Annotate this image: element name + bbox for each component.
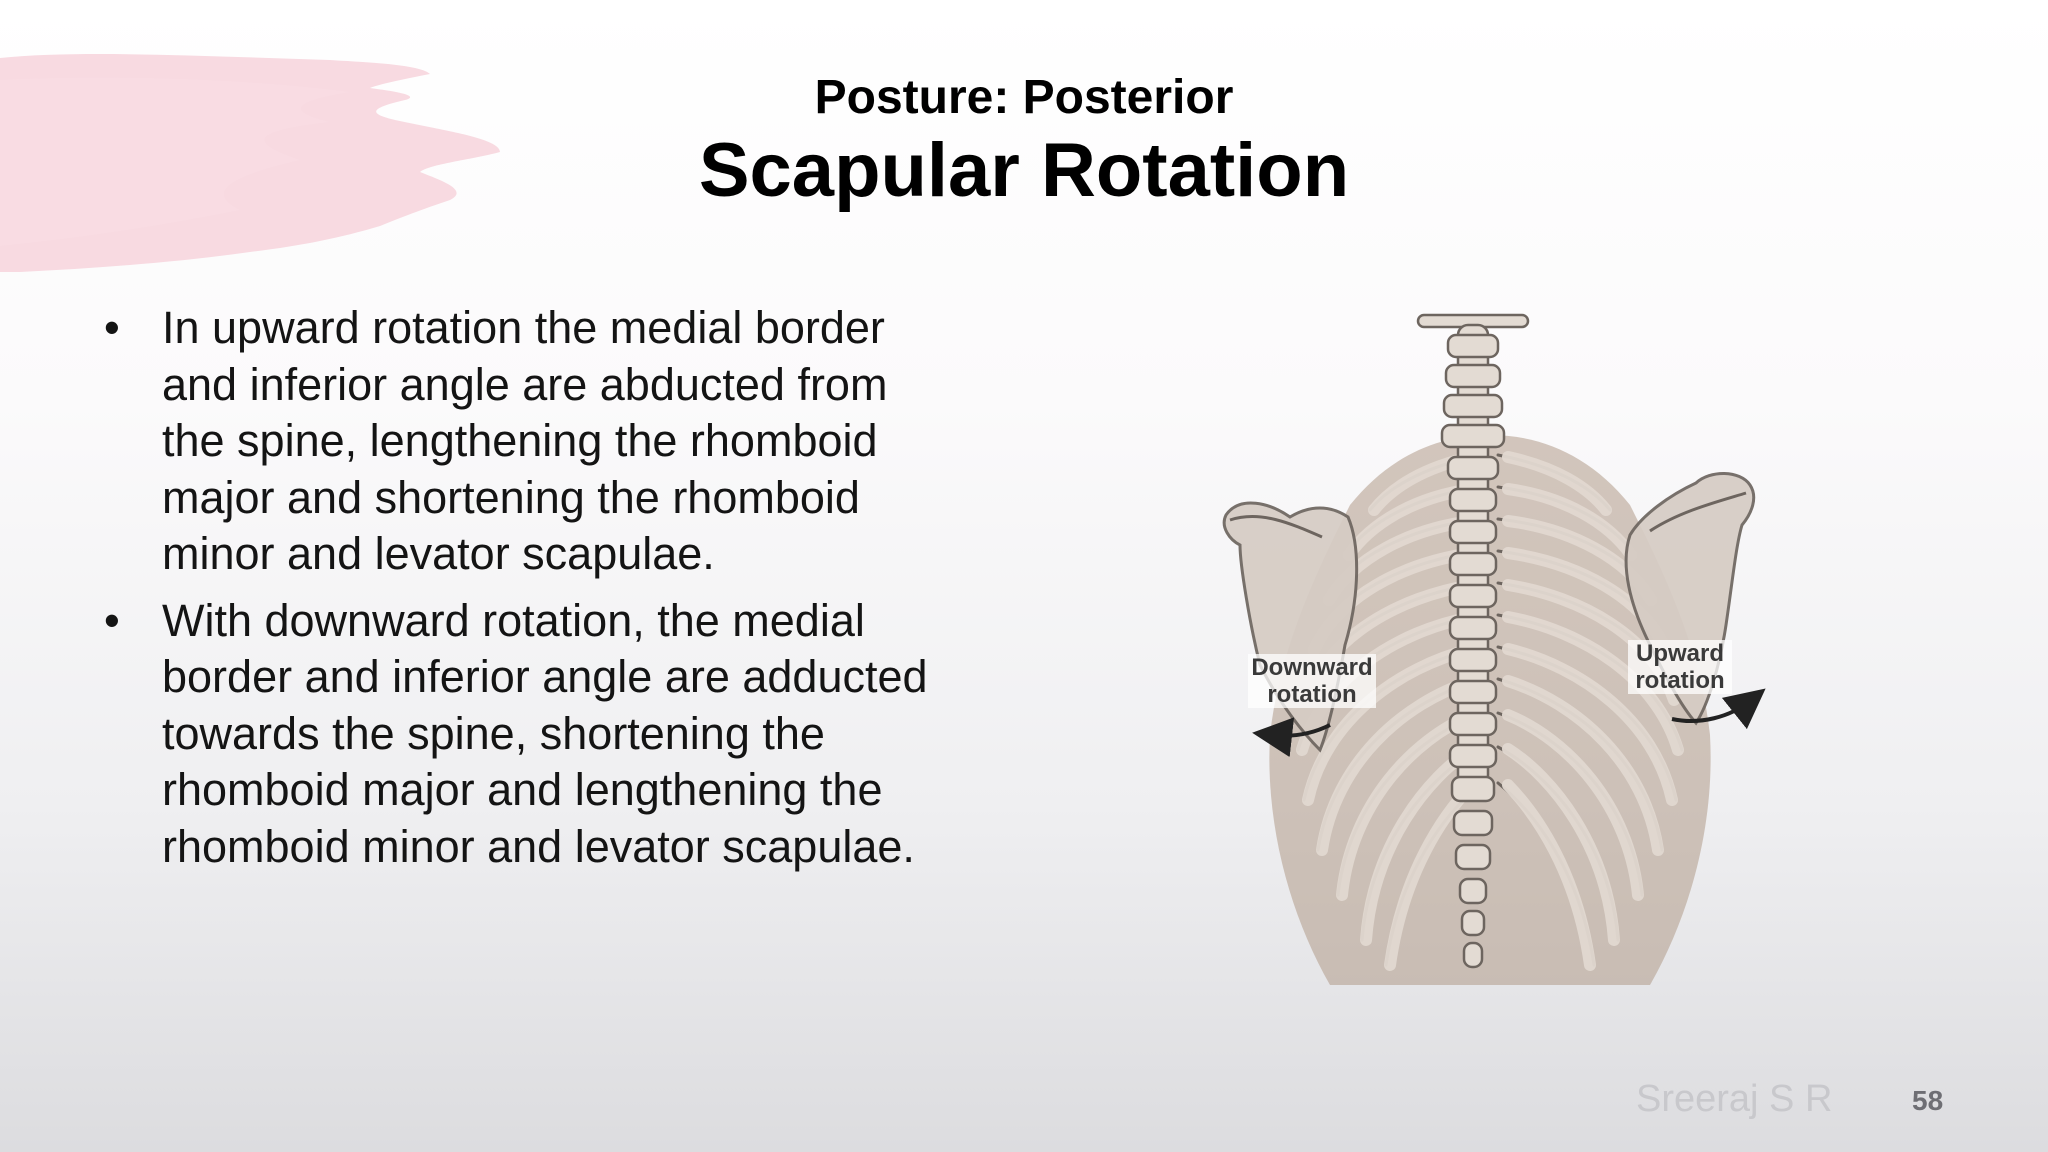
bullet-item-upward: • In upward rotation the medial border a… — [96, 300, 956, 583]
bullet-text: In upward rotation the medial border and… — [162, 302, 888, 579]
bullet-marker: • — [104, 594, 120, 646]
slide-header: Posture: Posterior Scapular Rotation — [0, 70, 2048, 216]
page-number: 58 — [1912, 1085, 1944, 1116]
ribs-right-fill — [1502, 451, 1684, 971]
bullet-marker: • — [104, 302, 120, 353]
spine — [1416, 313, 1530, 969]
slide-subtitle: Posture: Posterior — [814, 71, 1234, 124]
bullet-text: With downward rotation, the medial borde… — [162, 594, 928, 872]
downward-rotation-arrow — [1252, 717, 1331, 758]
rib-cage — [1269, 435, 1711, 985]
downward-rotation-label: Downward rotation — [1248, 654, 1376, 708]
slide-title: Scapular Rotation — [698, 128, 1350, 213]
bullet-list: • In upward rotation the medial border a… — [96, 300, 956, 885]
upward-rotation-arrow — [1671, 688, 1766, 730]
brush-stroke-decoration — [0, 54, 500, 272]
bullet-item-downward: • With downward rotation, the medial bor… — [96, 593, 956, 876]
upward-rotation-label: Upward rotation — [1628, 640, 1732, 694]
footer-author: Sreeraj S R — [1636, 1078, 1833, 1120]
